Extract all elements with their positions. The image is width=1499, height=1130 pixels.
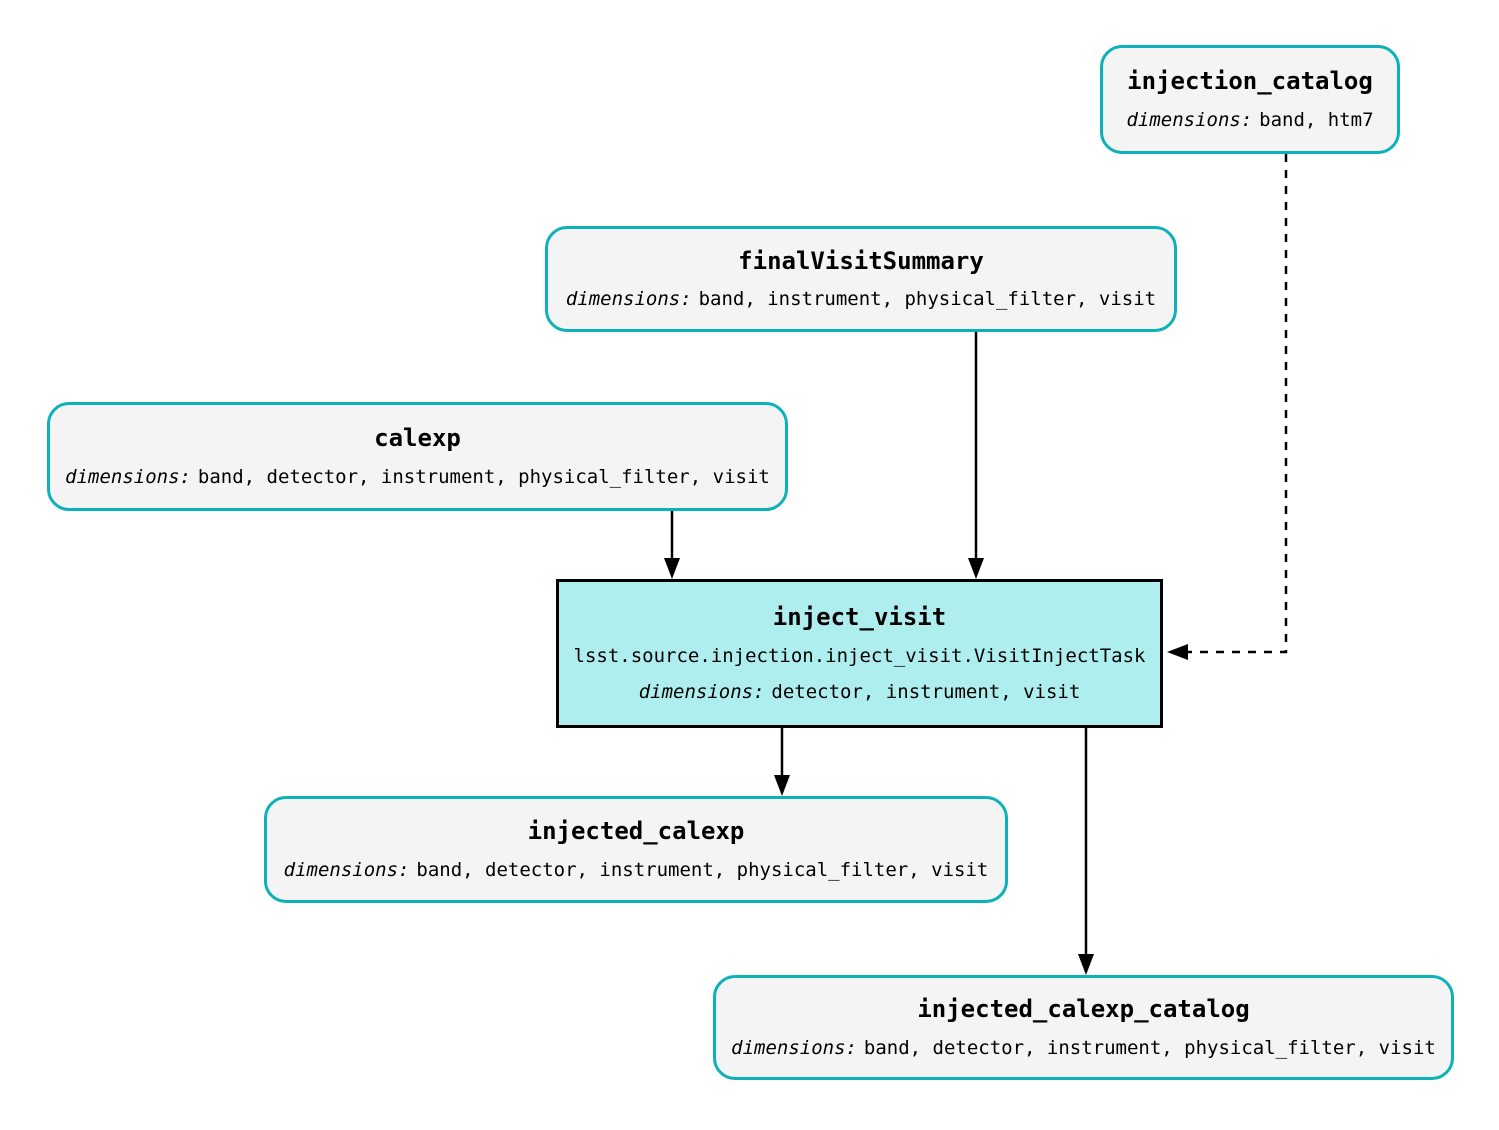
node-title: finalVisitSummary (738, 246, 984, 275)
node-title: injected_calexp_catalog (917, 995, 1250, 1024)
node-dimensions: dimensions: band, instrument, physical_fi… (566, 289, 1156, 310)
node-title: inject_visit (772, 603, 947, 632)
dimensions-label: dimensions: (283, 858, 410, 881)
task-class-path: lsst.source.injection.inject_visit.Visit… (573, 644, 1146, 667)
node-dimensions: dimensions:band, detector, instrument, p… (731, 1036, 1436, 1059)
dimensions-label: dimensions: (638, 680, 765, 703)
node-title: injection_catalog (1127, 67, 1373, 96)
arrowhead-down-icon (774, 775, 790, 796)
dimensions-label: dimensions: (65, 465, 192, 488)
dimensions-value: band, instrument, physical_filter, visit (698, 288, 1157, 311)
edge-finalVisitSummary-to-inject-visit (968, 332, 984, 579)
dimensions-value: detector, instrument, visit (771, 680, 1081, 703)
node-inject-visit-task: inject_visit lsst.source.injection.injec… (556, 579, 1163, 728)
node-title: calexp (374, 424, 461, 453)
dimensions-label: dimensions: (1126, 108, 1253, 131)
dimensions-label: dimensions: (731, 1036, 858, 1059)
node-dimensions: dimensions: band, detector, instrument, p… (283, 858, 989, 881)
dimensions-value: band, htm7 (1259, 108, 1374, 131)
edge-calexp-to-inject-visit (664, 511, 680, 579)
edge-inject-visit-to-injected-calexp (774, 728, 790, 796)
dimensions-label: dimensions: (565, 288, 692, 311)
node-dimensions: dimensions: band, htm7 (1126, 108, 1374, 131)
node-injected-calexp: injected_calexp dimensions: band, detecto… (264, 796, 1008, 903)
dimensions-value: band, detector, instrument, physical_fil… (863, 1036, 1436, 1059)
node-title: injected_calexp (527, 817, 745, 846)
edge-injection-catalog-to-inject-visit (1167, 154, 1288, 660)
node-injected-calexp-catalog: injected_calexp_catalog dimensions:band,… (713, 975, 1454, 1080)
edge-inject-visit-to-injected-calexp-catalog (1078, 728, 1094, 975)
node-injection-catalog: injection_catalog dimensions: band, htm7 (1100, 45, 1400, 154)
dimensions-value: band, detector, instrument, physical_fil… (197, 465, 770, 488)
node-dimensions: dimensions: detector, instrument, visit (638, 680, 1081, 703)
node-dimensions: dimensions:band, detector, instrument, p… (65, 465, 770, 488)
arrowhead-left-icon (1167, 644, 1188, 660)
arrowhead-down-icon (968, 558, 984, 579)
arrowhead-down-icon (664, 558, 680, 579)
node-finalVisitSummary: finalVisitSummary dimensions: band, instr… (545, 226, 1177, 332)
node-calexp: calexp dimensions:band, detector, instru… (47, 402, 788, 511)
arrowhead-down-icon (1078, 954, 1094, 975)
dimensions-value: band, detector, instrument, physical_fil… (416, 858, 989, 881)
